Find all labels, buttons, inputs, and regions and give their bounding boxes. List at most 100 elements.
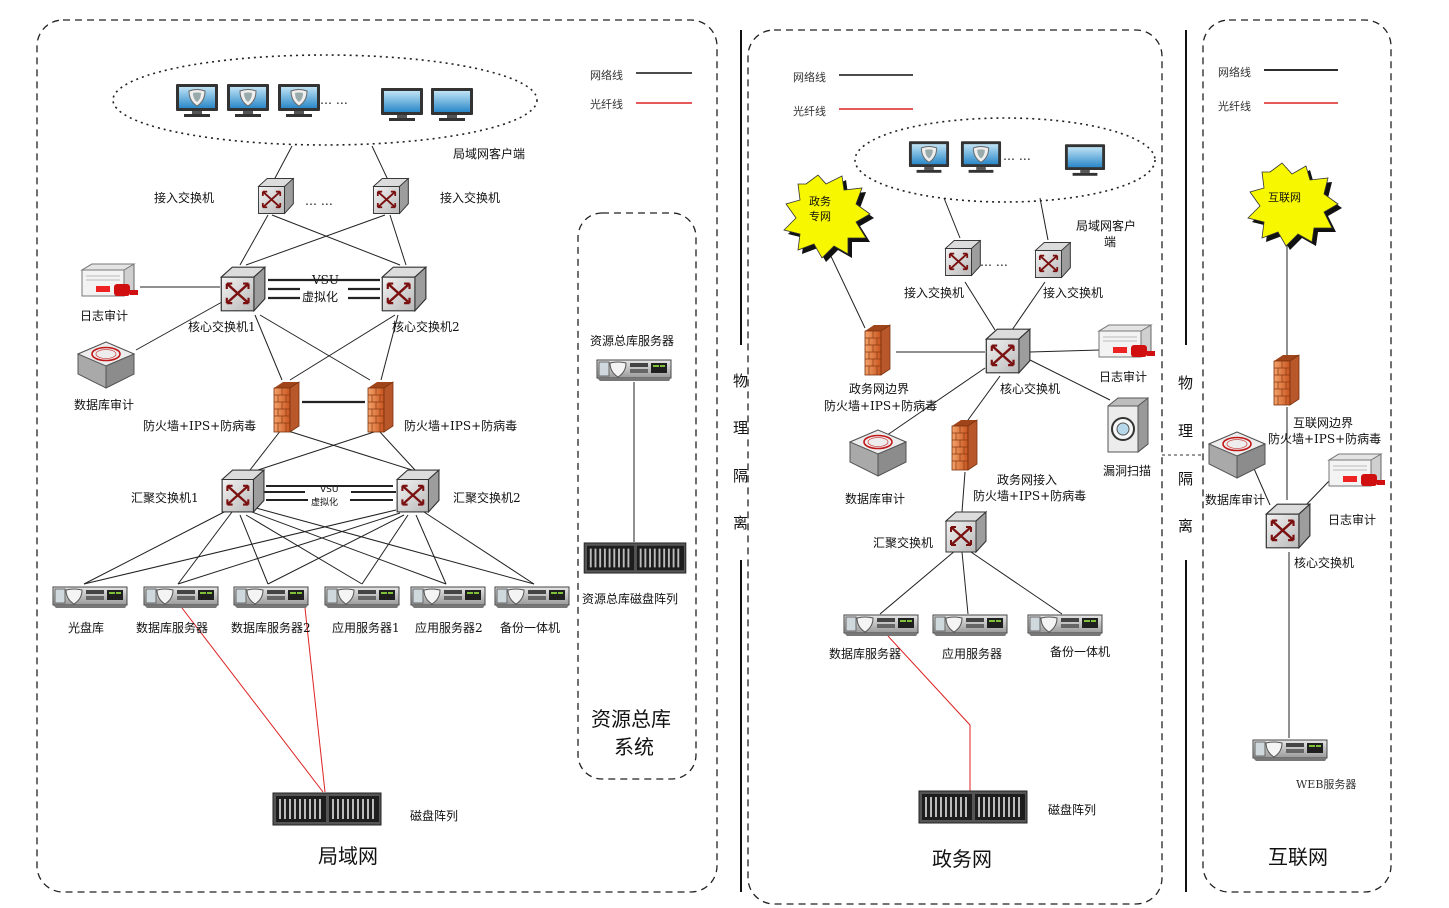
lan-core-switch-1-label: 核心交换机1 [188, 319, 256, 334]
gov-links [827, 197, 1111, 615]
log-audit-icon [1328, 453, 1386, 487]
firewall-icon [273, 381, 300, 433]
internet-region-frame [1202, 19, 1392, 893]
lan-core-switch-2-label: 核心交换机2 [392, 319, 460, 334]
firewall-icon [1273, 354, 1300, 406]
internet-border-fw-line1: 互联网边界 [1293, 416, 1353, 430]
lan-region-frame [36, 19, 718, 893]
gov-access-fw-line1: 政务网接入 [997, 472, 1057, 487]
lan-title: 局域网 [318, 844, 378, 868]
lan-access-switch-right-label: 接入交换机 [440, 190, 500, 205]
aggregation-switch-icon [395, 468, 441, 514]
lan-db-audit-label: 数据库审计 [74, 397, 134, 412]
server-icon [233, 586, 309, 608]
gov-server-label: 数据库服务器 [829, 646, 901, 661]
vsu-label: VSU [320, 485, 338, 495]
access-switch-icon [257, 177, 295, 215]
internet-log-audit-label: 日志审计 [1328, 512, 1376, 527]
gov-fiber-link [887, 635, 971, 792]
lan-agg-switch-2-label: 汇聚交换机2 [453, 490, 521, 505]
lan-log-audit-label: 日志审计 [80, 308, 128, 323]
gov-vuln-scan-label: 漏洞扫描 [1103, 464, 1151, 478]
gov-client-group [854, 117, 1156, 203]
server-icon [843, 614, 919, 636]
svg-text:理: 理 [733, 419, 748, 437]
core-switch-icon [1265, 503, 1312, 549]
internet-db-audit-label: 数据库审计 [1205, 492, 1265, 507]
client-monitor-icon [226, 83, 270, 118]
gov-access-switch-left-label: 接入交换机 [904, 285, 964, 300]
legend-fiber-label: 光纤线 [1218, 99, 1251, 113]
firewall-icon [951, 419, 978, 471]
client-monitor-icon [277, 83, 321, 118]
lan-disk-array-label: 磁盘阵列 [410, 808, 458, 823]
resource-server-icon [596, 359, 672, 381]
legend-network-label: 网络线 [590, 68, 623, 82]
legend-fiber-label: 光纤线 [590, 97, 623, 111]
lan-server-label: 数据库服务器2 [231, 620, 311, 635]
client-monitor-icon [960, 140, 1002, 174]
lan-firewall-right-label: 防火墙+IPS+防病毒 [404, 418, 517, 433]
lan-clients-ellipsis: … … [320, 93, 348, 107]
resource-title-line1: 资源总库 [591, 707, 671, 731]
gov-clients-label-line1: 局域网客户 [1076, 218, 1136, 233]
lan-client-group [112, 54, 538, 146]
client-monitor-icon [908, 140, 950, 174]
gov-access-ellipsis: … … [980, 255, 1008, 269]
core-switch-icon [985, 328, 1032, 374]
gov-log-audit-label: 日志审计 [1099, 369, 1147, 384]
gov-agg-switch-label: 汇聚交换机 [873, 535, 933, 550]
gov-server-label: 备份一体机 [1050, 645, 1110, 659]
lan-agg-switch-1-label: 汇聚交换机1 [131, 490, 199, 505]
client-monitor-icon [381, 88, 423, 121]
svg-text:物: 物 [1178, 374, 1193, 392]
disk-array-icon [272, 792, 382, 826]
server-icon [52, 586, 128, 608]
vulnerability-scanner-icon [1107, 397, 1149, 453]
lan-links [83, 145, 535, 585]
gov-access-switch-right-label: 接入交换机 [1043, 285, 1103, 300]
lan-server-label: 光盘库 [68, 620, 104, 635]
gov-private-network-icon [783, 174, 871, 259]
core-switch-icon [381, 266, 428, 312]
lan-server-label: 备份一体机 [500, 621, 560, 635]
svg-text:离: 离 [1178, 517, 1193, 535]
resource-title-line2: 系统 [614, 735, 654, 759]
db-audit-icon [1208, 431, 1266, 479]
server-icon [932, 614, 1008, 636]
server-icon [494, 586, 570, 608]
lan-clients-label: 局域网客户端 [453, 146, 525, 161]
server-icon [410, 586, 486, 608]
internet-border-fw-line2: 防火墙+IPS+防病毒 [1268, 431, 1381, 446]
gov-star-line2: 专网 [809, 209, 831, 223]
gov-db-audit-label: 数据库审计 [845, 491, 905, 506]
resource-disk-array-label: 资源总库磁盘阵列 [582, 591, 678, 606]
lan-server-label: 应用服务器1 [332, 620, 400, 635]
svg-text:离: 离 [733, 514, 748, 532]
legend-lan: 网络线 光纤线 [590, 68, 692, 111]
aggregation-switch-icon [220, 468, 266, 514]
access-switch-icon [1034, 241, 1072, 279]
gov-core-switch-label: 核心交换机 [1000, 381, 1060, 396]
gov-star-line1: 政务 [809, 194, 831, 208]
resource-region-frame [577, 212, 697, 780]
physical-isolation-label-left: 物 理 隔 离 [733, 372, 748, 532]
virtualization-label: 虚拟化 [311, 496, 338, 508]
lan-fiber-links [181, 607, 326, 793]
aggregation-switch-icon [944, 510, 988, 554]
svg-text:隔: 隔 [733, 467, 748, 485]
internet-title: 互联网 [1268, 845, 1328, 869]
server-icon [1027, 614, 1103, 636]
internet-web-server-label: WEB服务器 [1296, 778, 1356, 791]
internet-cloud-icon [1247, 162, 1339, 247]
internet-star-label: 互联网 [1268, 191, 1301, 204]
lan-server-label: 应用服务器2 [415, 620, 483, 635]
internet-links [1247, 238, 1331, 738]
gov-server-label: 应用服务器 [942, 646, 1002, 661]
legend-gov: 网络线 光纤线 [793, 70, 913, 118]
core-switch-icon [220, 266, 267, 312]
db-audit-icon [77, 341, 135, 389]
log-audit-icon [81, 263, 139, 297]
legend-internet: 网络线 光纤线 [1218, 65, 1338, 113]
server-icon [143, 586, 219, 608]
